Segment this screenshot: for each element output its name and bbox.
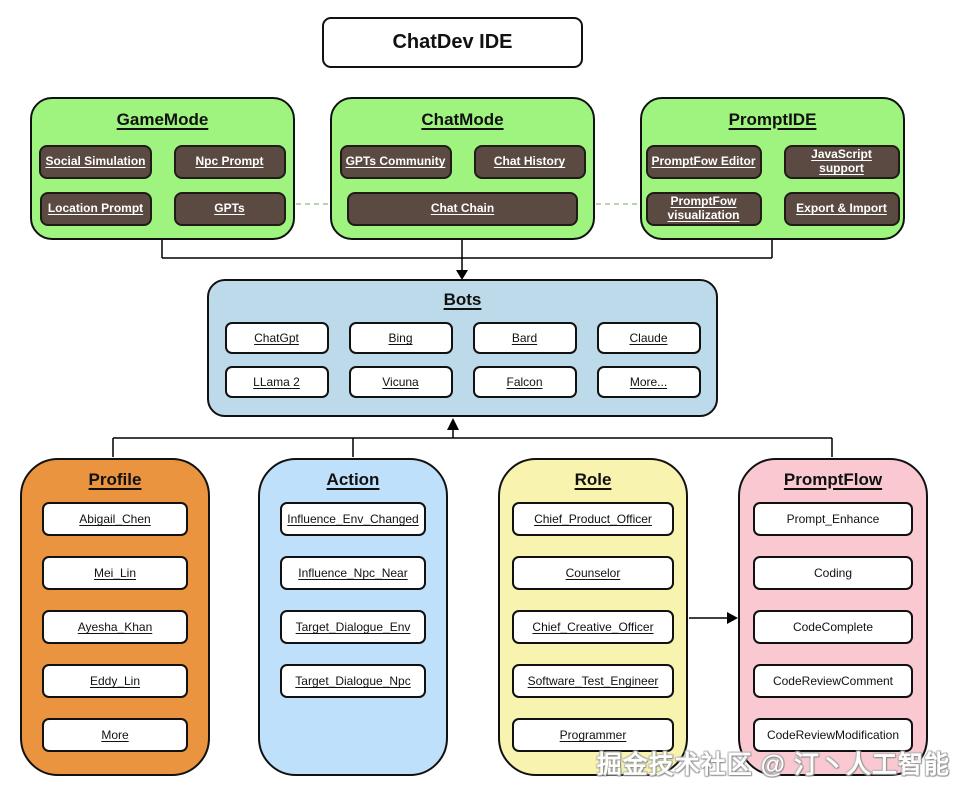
chatmode-panel: ChatMode GPTs Community Chat History Cha… [330, 97, 595, 240]
prompt-enhance-button[interactable]: Prompt_Enhance [753, 502, 913, 536]
npc-prompt-button[interactable]: Npc Prompt [173, 145, 286, 179]
claude-button[interactable]: Claude [596, 322, 701, 354]
promptfow-visualization-button[interactable]: PromptFow visualization [645, 192, 762, 226]
promptflow-panel: PromptFlow Prompt_Enhance Coding CodeCom… [738, 458, 928, 776]
abigail-chen-button[interactable]: Abigail_Chen [42, 502, 188, 536]
watermark: 掘金技术社区 @ 汀丶人工智能 [596, 751, 950, 779]
coding-button[interactable]: Coding [753, 556, 913, 590]
influence-env-changed-button[interactable]: Influence_Env_Changed [280, 502, 426, 536]
influence-npc-near-button[interactable]: Influence_Npc_Near [280, 556, 426, 590]
action-panel: Action Influence_Env_Changed Influence_N… [258, 458, 448, 776]
bing-button[interactable]: Bing [348, 322, 453, 354]
mei-lin-button[interactable]: Mei_Lin [42, 556, 188, 590]
profile-title: Profile [88, 470, 142, 489]
chatmode-title: ChatMode [421, 110, 504, 129]
chief-product-officer-button[interactable]: Chief_Product_Officer [512, 502, 674, 536]
promptfow-editor-button[interactable]: PromptFow Editor [645, 145, 762, 179]
page-title: ChatDev IDE [392, 31, 513, 53]
bots-title: Bots [443, 290, 482, 309]
promptide-title: PromptIDE [728, 110, 817, 129]
programmer-button[interactable]: Programmer [512, 718, 674, 752]
falcon-button[interactable]: Falcon [472, 366, 577, 398]
chatgpt-button[interactable]: ChatGpt [224, 322, 329, 354]
top-tree-connector [161, 239, 773, 272]
role-panel: Role Chief_Product_Officer Counselor Chi… [498, 458, 688, 776]
bots-panel: Bots ChatGpt Bing Bard Claude LLama 2 Vi… [207, 279, 718, 417]
arrowhead-up-bots [447, 418, 459, 430]
target-dialogue-npc-button[interactable]: Target_Dialogue_Npc [280, 664, 426, 698]
arrowhead-promptflow [727, 612, 738, 624]
location-prompt-button[interactable]: Location Prompt [39, 192, 152, 226]
target-dialogue-env-button[interactable]: Target_Dialogue_Env [280, 610, 426, 644]
gamemode-title: GameMode [116, 110, 209, 129]
gamemode-panel: GameMode Social Simulation Npc Prompt Lo… [30, 97, 295, 240]
ayesha-khan-button[interactable]: Ayesha_Khan [42, 610, 188, 644]
codecomplete-button[interactable]: CodeComplete [753, 610, 913, 644]
javascript-support-button[interactable]: JavaScript support [783, 145, 900, 179]
more-profile-button[interactable]: More [42, 718, 188, 752]
gpts-community-button[interactable]: GPTs Community [339, 145, 452, 179]
role-title: Role [574, 470, 612, 489]
bard-button[interactable]: Bard [472, 322, 577, 354]
codereviewcomment-button[interactable]: CodeReviewComment [753, 664, 913, 698]
codereviewmodification-button[interactable]: CodeReviewModification [753, 718, 913, 752]
chat-history-button[interactable]: Chat History [473, 145, 586, 179]
promptflow-title: PromptFlow [783, 470, 883, 489]
action-title: Action [326, 470, 380, 489]
vicuna-button[interactable]: Vicuna [348, 366, 453, 398]
software-test-engineer-button[interactable]: Software_Test_Engineer [512, 664, 674, 698]
profile-panel: Profile Abigail_Chen Mei_Lin Ayesha_Khan… [20, 458, 210, 776]
export-import-button[interactable]: Export & Import [783, 192, 900, 226]
eddy-lin-button[interactable]: Eddy_Lin [42, 664, 188, 698]
gpts-button[interactable]: GPTs [173, 192, 286, 226]
promptide-panel: PromptIDE PromptFow Editor JavaScript su… [640, 97, 905, 240]
llama2-button[interactable]: LLama 2 [224, 366, 329, 398]
chatdev-ide-title-box: ChatDev IDE [322, 17, 583, 68]
counselor-button[interactable]: Counselor [512, 556, 674, 590]
chief-creative-officer-button[interactable]: Chief_Creative_Officer [512, 610, 674, 644]
more-bots-button[interactable]: More... [596, 366, 701, 398]
bottom-tree-connector [112, 428, 833, 457]
chat-chain-button[interactable]: Chat Chain [347, 192, 578, 226]
social-simulation-button[interactable]: Social Simulation [39, 145, 152, 179]
